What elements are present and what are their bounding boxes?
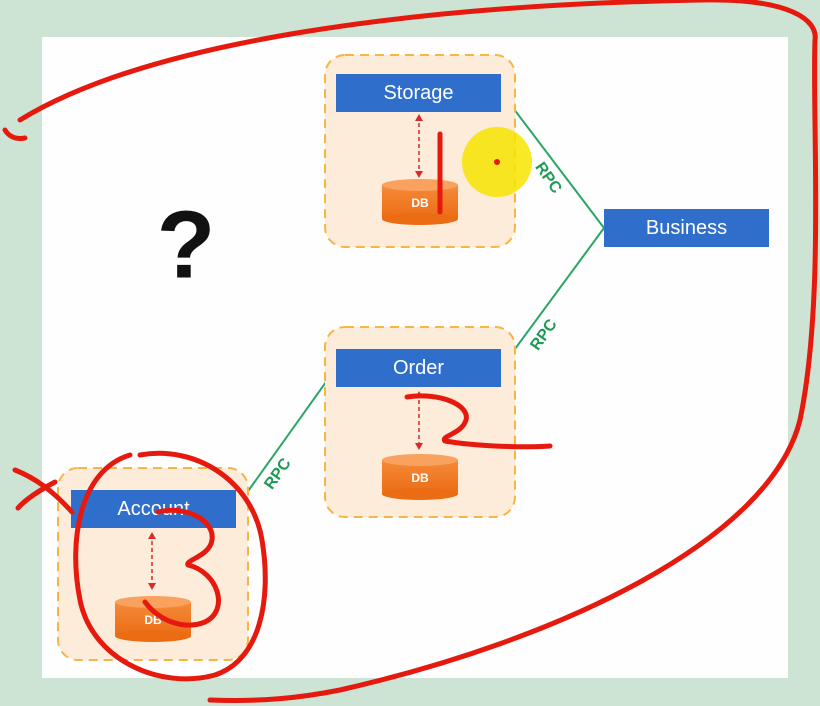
rpc-label-storage: RPC: [531, 159, 565, 197]
rpc-label-order: RPC: [527, 316, 561, 354]
storage-arrow-head-up: [415, 114, 423, 121]
annotation-x-mark: [12, 467, 75, 515]
order-service-label: Order: [393, 357, 444, 379]
rpc-line-business-order: [500, 227, 605, 369]
account-db-cylinder: DB: [115, 596, 191, 642]
order-arrow-head-down: [415, 443, 423, 450]
business-service: Business: [604, 209, 769, 247]
business-service-label: Business: [646, 217, 727, 239]
annotation-number-2: [404, 393, 553, 450]
account-arrow-head-up: [148, 532, 156, 539]
business-service-box[interactable]: [604, 209, 769, 247]
storage-service-box[interactable]: [336, 74, 501, 112]
question-mark: ?: [157, 192, 216, 299]
annotation-number-3: [142, 507, 221, 628]
annotation-circle-account: [73, 450, 268, 682]
storage-db-cylinder: DB: [382, 179, 458, 225]
storage-db-label: DB: [411, 196, 429, 210]
account-service-label: Account: [117, 498, 190, 520]
annotation-left-arc: [2, 127, 28, 141]
rpc-line-order-account: [235, 367, 337, 509]
account-service-box[interactable]: [71, 490, 236, 528]
pointer-highlight-icon: [462, 127, 532, 197]
storage-arrow-head-down: [415, 171, 423, 178]
annotation-outer-loop: [17, 0, 819, 704]
order-service-box[interactable]: [336, 349, 501, 387]
rpc-connections: [235, 91, 605, 509]
account-arrow-head-down: [148, 583, 156, 590]
rpc-line-business-storage: [500, 91, 605, 229]
storage-service-label: Storage: [383, 82, 453, 104]
order-service-group: Order DB: [324, 326, 516, 518]
order-db-label: DB: [411, 471, 429, 485]
order-db-cylinder: DB: [382, 454, 458, 500]
rpc-label-account: RPC: [261, 455, 295, 493]
